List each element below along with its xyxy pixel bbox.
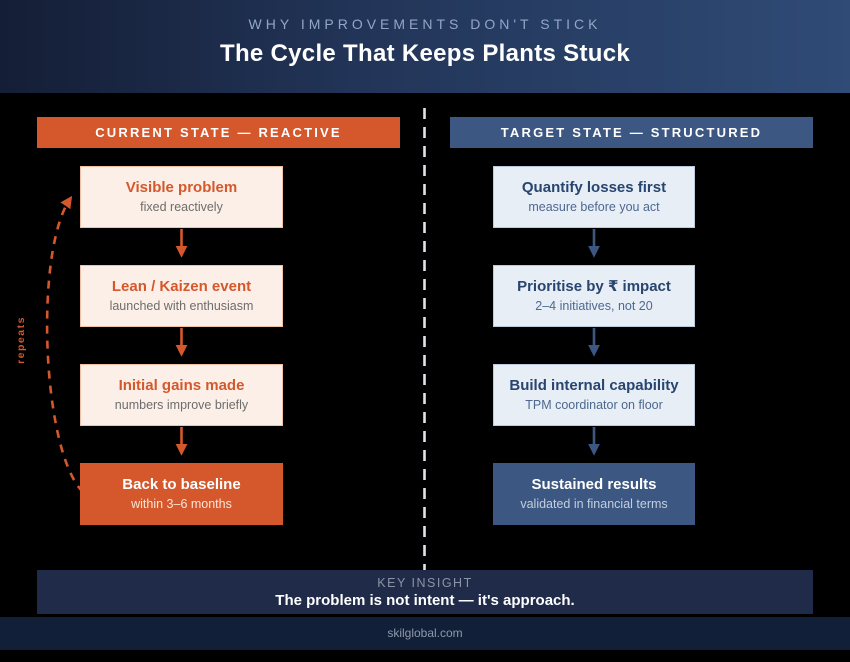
step-lean-kaizen-event: Lean / Kaizen event launched with enthus… [80, 265, 283, 327]
step-title: Sustained results [531, 475, 657, 493]
current-state-banner: CURRENT STATE — REACTIVE [37, 117, 400, 148]
step-title: Back to baseline [122, 475, 241, 493]
footer-site: skilglobal.com [0, 617, 850, 650]
loop-label: repeats [15, 316, 27, 364]
header-eyebrow: WHY IMPROVEMENTS DON'T STICK [248, 16, 602, 32]
step-subtitle: within 3–6 months [131, 497, 232, 512]
step-subtitle: 2–4 initiatives, not 20 [535, 299, 653, 314]
step-subtitle: launched with enthusiasm [109, 299, 254, 314]
key-insight-bar: KEY INSIGHT The problem is not intent — … [37, 570, 813, 614]
step-back-to-baseline: Back to baseline within 3–6 months [80, 463, 283, 525]
step-initial-gains: Initial gains made numbers improve brief… [80, 364, 283, 426]
step-title: Build internal capability [509, 376, 679, 394]
step-prioritise-impact: Prioritise by ₹ impact 2–4 initiatives, … [493, 265, 695, 327]
step-subtitle: fixed reactively [140, 200, 223, 215]
step-subtitle: TPM coordinator on floor [525, 398, 663, 413]
page-title: The Cycle That Keeps Plants Stuck [219, 40, 631, 67]
step-visible-problem: Visible problem fixed reactively [80, 166, 283, 228]
step-title: Lean / Kaizen event [111, 277, 252, 295]
target-state-banner: TARGET STATE — STRUCTURED [450, 117, 813, 148]
step-subtitle: numbers improve briefly [114, 398, 249, 413]
key-insight-text: The problem is not intent — it's approac… [275, 591, 575, 609]
step-subtitle: measure before you act [528, 200, 660, 215]
step-title: Visible problem [125, 178, 238, 196]
loop-arrow [45, 195, 84, 493]
step-sustained-results: Sustained results validated in financial… [493, 463, 695, 525]
step-title: Initial gains made [118, 376, 245, 394]
step-build-capability: Build internal capability TPM coordinato… [493, 364, 695, 426]
step-quantify-losses: Quantify losses first measure before you… [493, 166, 695, 228]
step-title: Prioritise by ₹ impact [517, 277, 671, 295]
key-insight-label: KEY INSIGHT [377, 575, 473, 590]
step-title: Quantify losses first [521, 178, 667, 196]
header: WHY IMPROVEMENTS DON'T STICK The Cycle T… [0, 0, 850, 93]
step-subtitle: validated in financial terms [520, 497, 668, 512]
